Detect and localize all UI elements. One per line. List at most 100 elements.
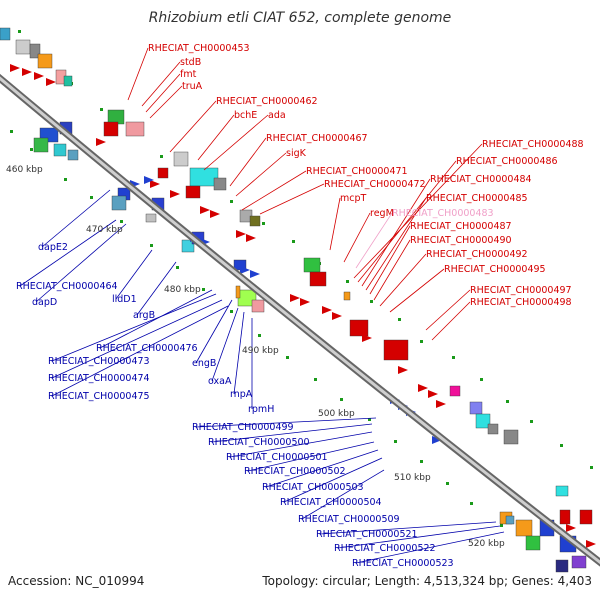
gene-feature-block bbox=[343, 291, 351, 301]
reverse-gene-leader-line bbox=[229, 431, 373, 458]
gene-direction-arrow bbox=[300, 298, 310, 306]
gene-direction-arrow bbox=[362, 334, 372, 342]
gc-tick-mark bbox=[18, 30, 21, 33]
gene-feature-block bbox=[145, 213, 157, 223]
gene-direction-arrow bbox=[144, 176, 154, 184]
gc-tick-mark bbox=[530, 420, 533, 423]
gene-feature-block bbox=[37, 53, 53, 69]
forward-gene-leader-line bbox=[369, 225, 411, 295]
gene-direction-arrow bbox=[436, 400, 446, 408]
forward-gene-leader-line bbox=[343, 212, 371, 263]
gene-direction-arrow bbox=[96, 138, 106, 146]
forward-gene-label: RHECIAT_CH0000487 bbox=[410, 221, 512, 232]
forward-gene-leader-line bbox=[373, 239, 411, 301]
forward-gene-label: ada bbox=[268, 110, 286, 121]
gc-tick-mark bbox=[286, 356, 289, 359]
reverse-gene-label: rnpA bbox=[230, 389, 253, 400]
forward-gene-leader-line bbox=[149, 85, 183, 119]
forward-gene-label: RHECIAT_CH0000495 bbox=[444, 264, 546, 275]
gene-direction-arrow bbox=[428, 390, 438, 398]
gene-feature-block bbox=[303, 257, 321, 273]
gene-direction-arrow bbox=[250, 270, 260, 278]
forward-gene-label: mcpT bbox=[340, 193, 367, 204]
gc-tick-mark bbox=[346, 280, 349, 283]
gene-direction-arrow bbox=[210, 210, 220, 218]
reverse-gene-label: RHECIAT_CH0000502 bbox=[244, 466, 346, 477]
gc-tick-mark bbox=[160, 155, 163, 158]
gc-tick-mark bbox=[230, 200, 233, 203]
gc-tick-mark bbox=[452, 356, 455, 359]
gene-direction-arrow bbox=[240, 266, 250, 274]
reverse-gene-label: oxaA bbox=[208, 376, 232, 387]
forward-gene-label: fmt bbox=[180, 69, 197, 80]
forward-gene-leader-line bbox=[431, 301, 471, 341]
gene-feature-block bbox=[249, 215, 261, 227]
gc-tick-mark bbox=[370, 300, 373, 303]
gene-feature-block bbox=[53, 143, 67, 157]
gene-feature-block bbox=[571, 555, 587, 569]
gene-direction-arrow bbox=[236, 230, 246, 238]
reverse-gene-label: RHECIAT_CH0000475 bbox=[48, 391, 150, 402]
forward-gene-leader-line bbox=[353, 143, 483, 279]
gene-feature-block bbox=[185, 185, 201, 199]
gc-tick-mark bbox=[506, 400, 509, 403]
forward-gene-label: RHECIAT_CH0000488 bbox=[482, 139, 584, 150]
gene-feature-block bbox=[251, 299, 265, 313]
gene-direction-arrow bbox=[398, 366, 408, 374]
forward-gene-label: regM bbox=[370, 208, 394, 219]
reverse-gene-leader-line bbox=[51, 293, 217, 362]
gene-feature-block bbox=[487, 423, 499, 435]
reverse-gene-leader-line bbox=[301, 469, 385, 520]
gene-feature-block bbox=[469, 401, 483, 415]
forward-gene-leader-line bbox=[203, 114, 269, 171]
reverse-gene-label: dapE2 bbox=[38, 242, 68, 253]
reverse-gene-label: RHECIAT_CH0000464 bbox=[16, 281, 118, 292]
forward-gene-leader-line bbox=[197, 114, 235, 161]
reverse-gene-leader-line bbox=[265, 449, 379, 488]
forward-gene-label: bchE bbox=[234, 110, 257, 121]
gene-feature-block bbox=[505, 515, 515, 525]
reverse-gene-leader-line bbox=[233, 311, 245, 395]
forward-gene-leader-line bbox=[329, 197, 341, 251]
forward-gene-label: truA bbox=[182, 81, 203, 92]
gene-feature-block bbox=[475, 413, 491, 429]
forward-gene-label: stdB bbox=[180, 57, 201, 68]
gc-tick-mark bbox=[176, 266, 179, 269]
gene-direction-arrow bbox=[200, 206, 210, 214]
forward-gene-label: RHECIAT_CH0000484 bbox=[430, 174, 532, 185]
accession-text: Accession: NC_010994 bbox=[8, 574, 145, 588]
forward-gene-label: sigK bbox=[286, 148, 307, 159]
reverse-gene-leader-line bbox=[319, 521, 497, 535]
reverse-gene-label: dapD bbox=[32, 297, 57, 308]
forward-gene-leader-line bbox=[127, 47, 149, 101]
gene-feature-block bbox=[579, 509, 593, 525]
gene-direction-arrow bbox=[22, 68, 32, 76]
gene-direction-arrow bbox=[150, 180, 160, 188]
gene-direction-arrow bbox=[170, 190, 180, 198]
gene-direction-arrow bbox=[432, 436, 442, 444]
reverse-gene-leader-line bbox=[337, 525, 501, 549]
gc-tick-mark bbox=[120, 220, 123, 223]
gc-tick-mark bbox=[230, 310, 233, 313]
reverse-gene-leader-line bbox=[195, 299, 233, 364]
gc-tick-mark bbox=[150, 244, 153, 247]
gene-feature-block bbox=[525, 535, 541, 551]
forward-gene-leader-line bbox=[169, 100, 217, 153]
gene-feature-block bbox=[125, 121, 145, 137]
forward-gene-leader-line bbox=[355, 212, 393, 269]
gene-feature-block bbox=[349, 319, 369, 337]
reverse-gene-leader-line bbox=[51, 305, 229, 397]
reverse-gene-leader-line bbox=[355, 531, 505, 564]
leader-line-layer bbox=[19, 47, 505, 564]
gene-direction-arrow bbox=[290, 294, 300, 302]
forward-gene-label: RHECIAT_CH0000492 bbox=[426, 249, 528, 260]
gc-tick-mark bbox=[500, 524, 503, 527]
kbp-scale-label: 520 kbp bbox=[468, 539, 505, 549]
gene-feature-block bbox=[15, 39, 31, 55]
forward-gene-label: RHECIAT_CH0000486 bbox=[456, 156, 558, 167]
gene-feature-block bbox=[157, 167, 169, 179]
kbp-scale-label: 500 kbp bbox=[318, 409, 355, 419]
reverse-gene-label: RHECIAT_CH0000509 bbox=[298, 514, 400, 525]
gene-feature-block bbox=[383, 339, 409, 361]
